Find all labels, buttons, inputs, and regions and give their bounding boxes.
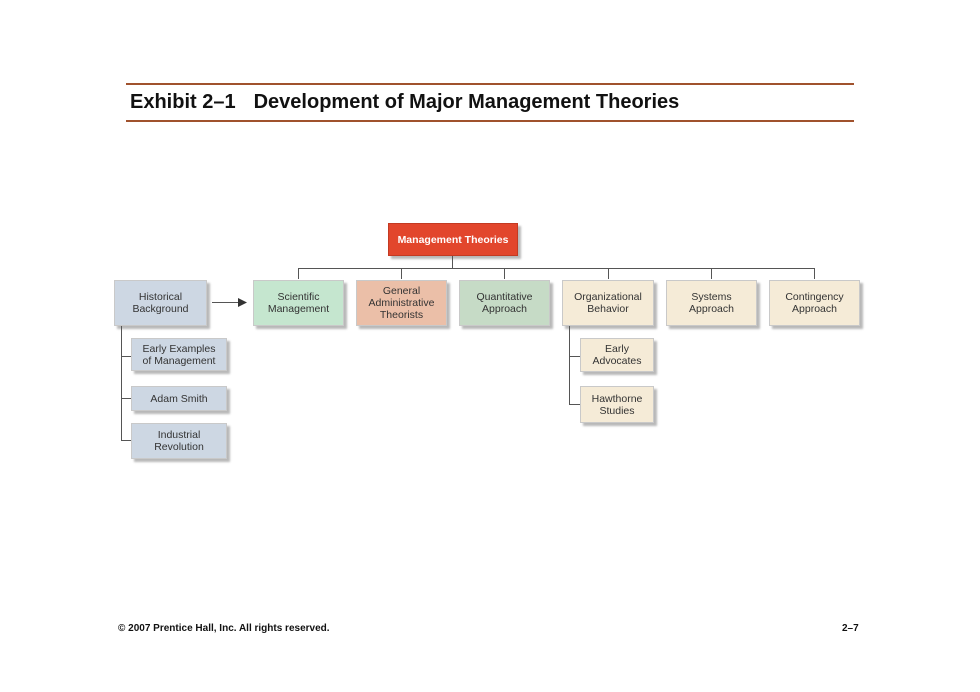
copyright-footer: © 2007 Prentice Hall, Inc. All rights re… [118, 623, 330, 634]
exhibit-title: Exhibit 2–1 Development of Major Manageme… [130, 91, 679, 114]
approach-label-scientific: Scientific Management [267, 291, 330, 315]
approach-quantitative: Quantitative Approach [459, 280, 550, 326]
exhibit-title-text: Development of Major Management Theories [253, 91, 680, 113]
drop-line-quantitative [504, 268, 505, 279]
historical-child-label-adam-smith: Adam Smith [150, 392, 208, 405]
approach-general-administrative: General Administrative Theorists [356, 280, 447, 326]
title-bottom-rule [126, 120, 854, 122]
branch-adam-smith [121, 398, 131, 399]
ob-child-label-early-advocates: Early Advocates [592, 343, 642, 367]
approach-label-general: General Administrative Theorists [368, 285, 435, 321]
approach-contingency: Contingency Approach [769, 280, 860, 326]
root-stem-line [452, 256, 453, 268]
historical-child-early-examples: Early Examples of Management [131, 338, 227, 371]
exhibit-number: Exhibit 2–1 [130, 91, 236, 113]
branch-hawthorne-studies [569, 404, 580, 405]
drop-line-contingency [814, 268, 815, 279]
page-number: 2–7 [842, 623, 859, 634]
historical-child-label-industrial-revolution: Industrial Revolution [154, 429, 204, 453]
drop-line-scientific [298, 268, 299, 279]
root-management-theories: Management Theories [388, 223, 518, 256]
arrow-line [212, 302, 240, 303]
ob-children-trunk [569, 326, 570, 404]
historical-child-industrial-revolution: Industrial Revolution [131, 423, 227, 459]
title-top-rule [126, 83, 854, 85]
approaches-bus-line [298, 268, 815, 269]
approach-systems: Systems Approach [666, 280, 757, 326]
root-label: Management Theories [397, 233, 509, 246]
historical-children-trunk [121, 326, 122, 441]
approach-label-systems: Systems Approach [689, 291, 734, 315]
approach-label-organizational: Organizational Behavior [574, 291, 642, 315]
approach-label-contingency: Contingency Approach [785, 291, 844, 315]
arrow-head-icon [238, 298, 247, 307]
ob-child-label-hawthorne-studies: Hawthorne Studies [591, 392, 643, 417]
branch-industrial-revolution [121, 440, 131, 441]
branch-early-advocates [569, 356, 580, 357]
historical-child-label-early-examples: Early Examples of Management [142, 342, 216, 367]
drop-line-systems [711, 268, 712, 279]
historical-child-adam-smith: Adam Smith [131, 386, 227, 411]
drop-line-general [401, 268, 402, 279]
approach-label-quantitative: Quantitative Approach [476, 291, 533, 315]
approach-organizational-behavior: Organizational Behavior [562, 280, 654, 326]
ob-child-hawthorne-studies: Hawthorne Studies [580, 386, 654, 423]
drop-line-organizational [608, 268, 609, 279]
ob-child-early-advocates: Early Advocates [580, 338, 654, 372]
historical-background-label: Historical Background [132, 291, 189, 315]
branch-early-examples [121, 356, 131, 357]
approach-scientific-management: Scientific Management [253, 280, 344, 326]
historical-background-box: Historical Background [114, 280, 207, 326]
